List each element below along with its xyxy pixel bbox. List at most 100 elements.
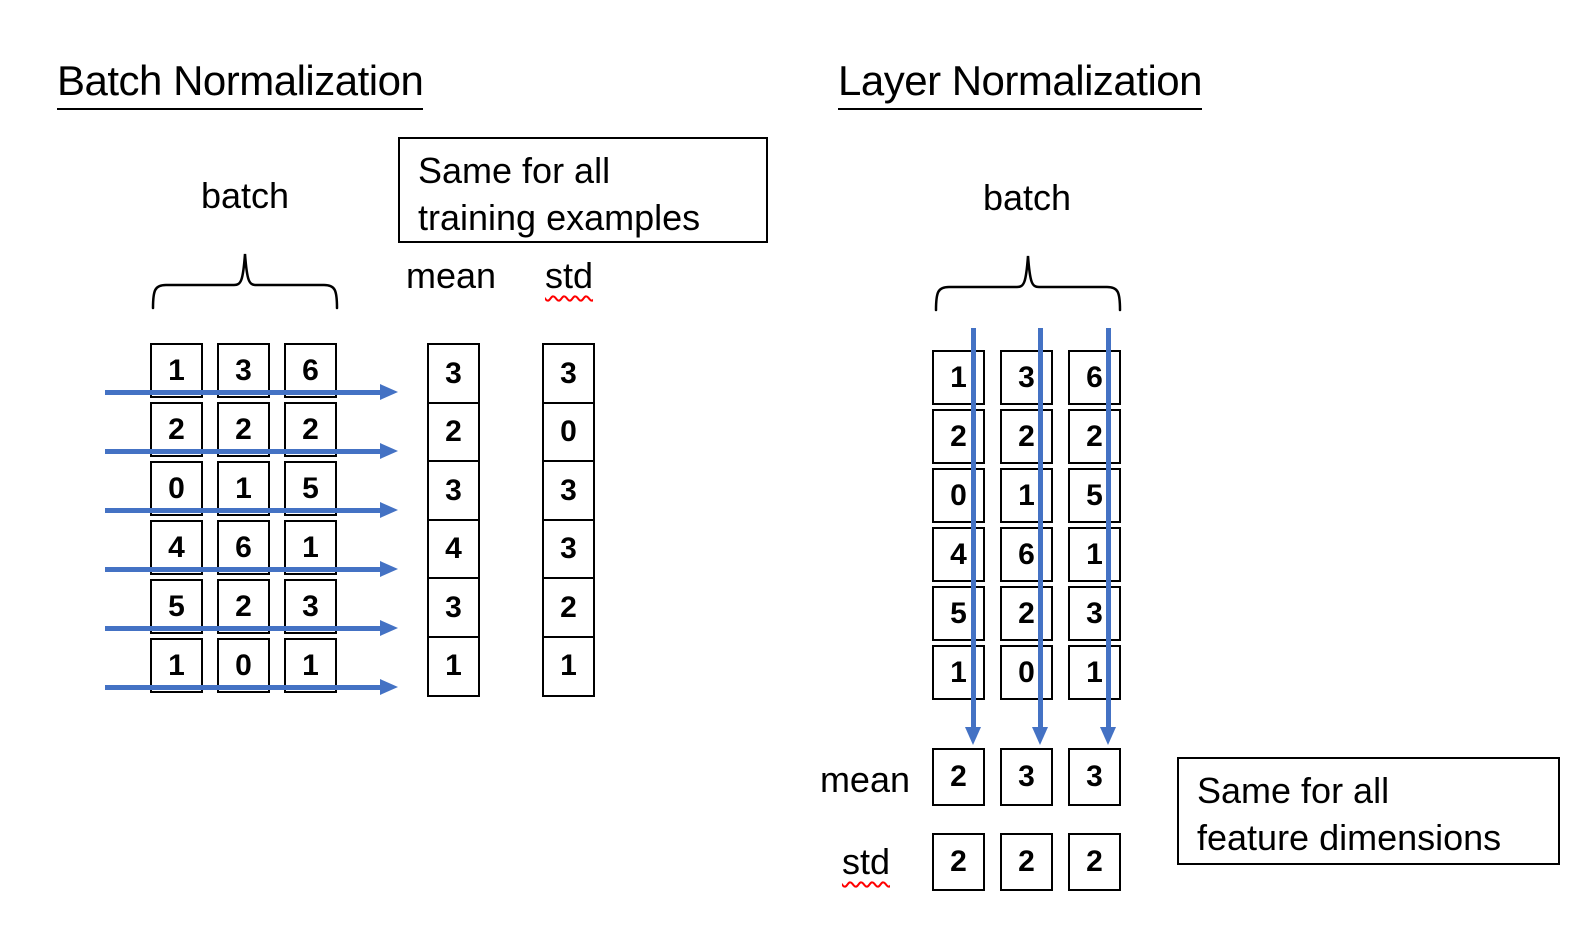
value-cell: 2 [1000,833,1053,891]
std-header-left: std [519,256,619,296]
row-arrow-head [380,502,398,518]
value-cell: 0 [150,461,203,516]
value-cell: 2 [217,402,270,457]
value-cell: 3 [427,343,480,404]
value-cell: 3 [1000,350,1053,405]
row-arrow-4 [105,561,398,577]
value-cell: 1 [542,635,595,697]
row-arrow-shaft [105,625,382,631]
value-cell: 2 [932,748,985,806]
value-cell: 6 [1000,527,1053,582]
value-cell: 3 [1000,748,1053,806]
mean-header-left: mean [405,255,497,296]
value-cell: 2 [427,401,480,463]
value-cell: 2 [217,579,270,634]
value-cell: 1 [150,638,203,693]
value-cell: 1 [284,638,337,693]
column-arrow-shaft [970,328,976,727]
column-arrow-shaft [1037,328,1043,727]
value-cell: 3 [427,577,480,638]
row-arrow-shaft [105,684,382,690]
std-header-text: std [544,255,594,296]
value-cell: 1 [150,343,203,398]
row-arrow-head [380,384,398,400]
value-cell: 4 [932,527,985,582]
value-cell: 0 [542,401,595,463]
note-line-2: training examples [418,197,701,238]
value-cell: 6 [217,520,270,575]
value-cell: 3 [542,460,595,521]
note-line-1: Same for all [418,150,611,191]
value-cell: 2 [1000,409,1053,464]
value-cell: 2 [284,402,337,457]
row-arrow-shaft [105,448,382,454]
column-arrow-1 [965,328,981,745]
value-cell: 1 [217,461,270,516]
row-arrow-head [380,620,398,636]
value-cell: 2 [150,402,203,457]
layer-normalization-title: Layer Normalization [838,57,1203,111]
row-arrow-3 [105,502,398,518]
row-arrow-shaft [105,566,382,572]
column-arrow-head [965,727,981,745]
value-cell: 2 [932,833,985,891]
row-arrow-head [380,561,398,577]
column-arrow-head [1100,727,1116,745]
row-arrow-shaft [105,507,382,513]
value-cell: 5 [1068,468,1121,523]
batch-label-right: batch [982,177,1072,218]
value-cell: 3 [1068,748,1121,806]
column-arrow-2 [1032,328,1048,745]
value-cell: 1 [1068,645,1121,700]
value-cell: 2 [542,577,595,638]
value-cell: 3 [427,460,480,521]
mean-label-right: mean [819,759,910,800]
note-box-feature-dimensions: Same for all feature dimensions [1177,757,1560,865]
row-arrow-2 [105,443,398,459]
value-cell: 1 [427,635,480,697]
value-cell: 0 [1000,645,1053,700]
value-cell: 6 [284,343,337,398]
row-arrow-1 [105,384,398,400]
value-cell: 5 [150,579,203,634]
value-cell: 4 [427,518,480,580]
value-cell: 2 [1068,833,1121,891]
value-cell: 3 [542,518,595,580]
value-cell: 1 [932,645,985,700]
note-line-1: Same for all [1197,770,1390,811]
value-cell: 2 [1000,586,1053,641]
value-cell: 5 [284,461,337,516]
value-cell: 2 [932,409,985,464]
value-cell: 1 [1068,527,1121,582]
row-arrow-head [380,443,398,459]
value-cell: 6 [1068,350,1121,405]
value-cell: 0 [217,638,270,693]
value-cell: 2 [1068,409,1121,464]
value-cell: 3 [542,343,595,404]
batch-brace-icon-right [933,248,1123,312]
value-cell: 0 [932,468,985,523]
value-cell: 1 [1000,468,1053,523]
row-arrow-5 [105,620,398,636]
note-box-training-examples: Same for all training examples [398,137,768,243]
value-cell: 3 [1068,586,1121,641]
std-label-right: std [790,842,890,882]
column-arrow-head [1032,727,1048,745]
